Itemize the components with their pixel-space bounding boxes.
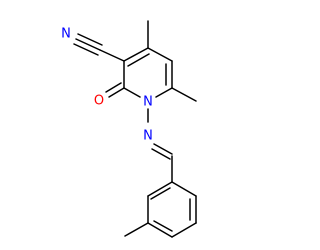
molecule-svg: N O N N (61, 20, 197, 238)
carbonyl-oxygen-label: O (94, 94, 104, 109)
bond-ar4-ar5 (171, 222, 197, 238)
bond-ar3-ar4-double (153, 220, 173, 232)
bond-nitrile-triple-c (73, 43, 99, 56)
bond-c3-c4-double (127, 53, 150, 67)
bond-ar3-ar4 (147, 222, 173, 238)
bond-nitrile-triple-a (75, 38, 101, 51)
nitrile-nitrogen-label: N (61, 27, 71, 42)
bond-c6-n1 (155, 87, 173, 98)
bond-ar1-ar2 (147, 181, 173, 197)
bond-ar6-ar1 (171, 181, 197, 197)
bond-ar1-ar2-double (150, 187, 171, 200)
bond-c6-methyl (171, 87, 197, 102)
bond-imine-ch (153, 143, 173, 155)
ring-nitrogen-label: N (143, 95, 153, 110)
bond-carbonyl-b (105, 82, 122, 93)
bond-n1-c2 (123, 87, 141, 98)
bond-nitrile-triple-b (77, 33, 103, 46)
bond-c3-c4 (123, 47, 149, 62)
bond-imine-ch-double (151, 148, 171, 160)
imine-nitrogen-label: N (143, 129, 153, 144)
bond-aryl-methyl (124, 222, 149, 237)
bond-c4-c5 (147, 47, 173, 62)
molecule-diagram: N O N N (61, 20, 197, 238)
bond-nitrile-to-ring (99, 49, 125, 62)
bond-carbonyl-a (108, 87, 125, 98)
